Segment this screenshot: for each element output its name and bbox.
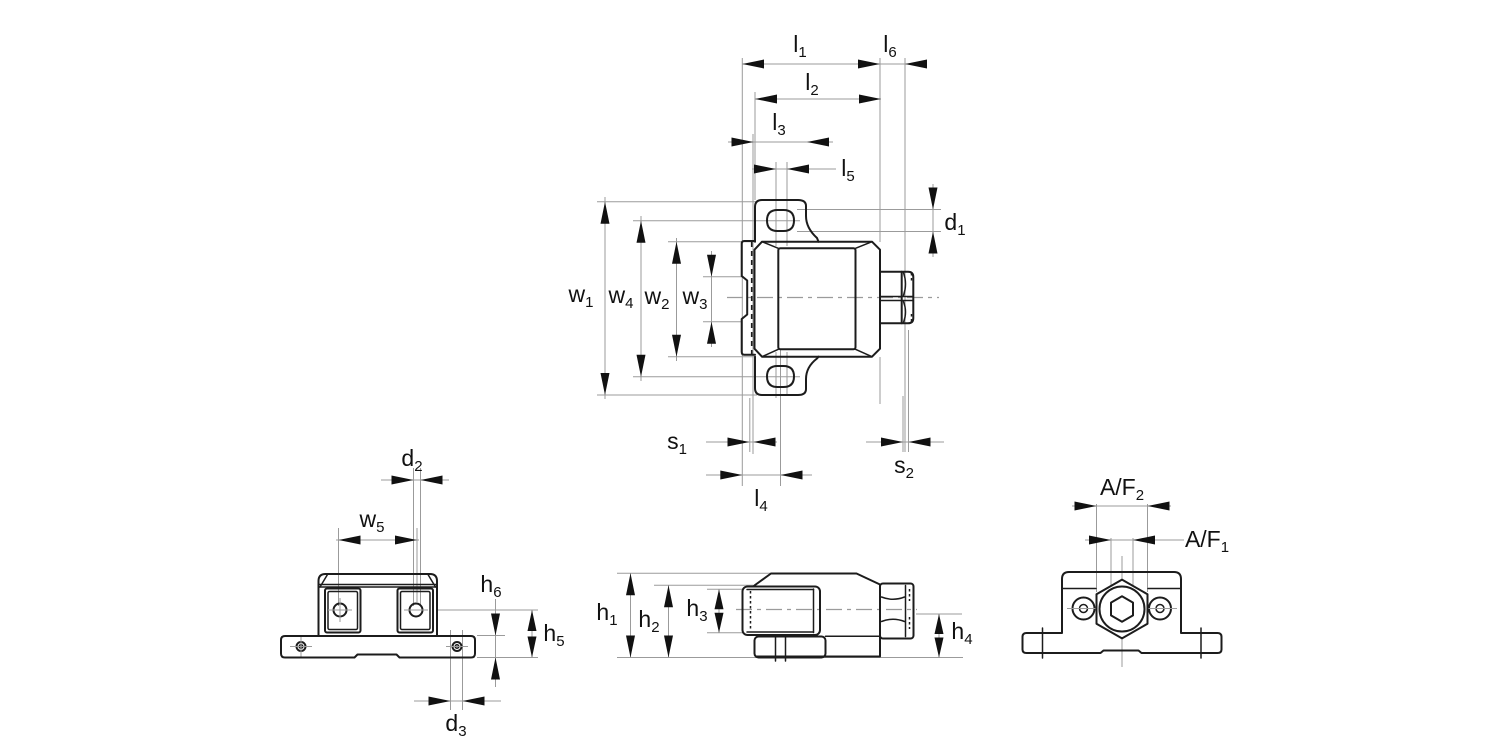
plan-view-arrows xyxy=(600,59,938,480)
dim-label-l2: l2 xyxy=(805,69,818,99)
dim-label-h6: h6 xyxy=(480,571,501,601)
dim-label-af1: A/F1 xyxy=(1185,526,1229,556)
side-view-part xyxy=(741,572,915,662)
dim-label-l4: l4 xyxy=(754,485,767,515)
dim-label-l6: l6 xyxy=(883,31,896,61)
dim-label-d1: d1 xyxy=(944,209,965,239)
plan-view: l1 l6 l2 l3 l5 d1 w1 w4 w2 w3 s1 l4 s2 xyxy=(568,31,966,515)
dim-label-w2: w2 xyxy=(644,283,670,313)
end-view: A/F2 A/F1 xyxy=(1021,474,1229,667)
dim-label-l5: l5 xyxy=(841,155,854,185)
rear-view-arrows xyxy=(338,475,537,706)
dim-label-h4: h4 xyxy=(951,618,972,648)
plan-view-extension-lines xyxy=(597,58,944,486)
dim-label-h5: h5 xyxy=(543,620,564,650)
dim-label-w4: w4 xyxy=(608,282,634,312)
rear-view-extension-lines xyxy=(336,468,538,710)
dim-label-s1: s1 xyxy=(667,428,687,458)
end-view-part xyxy=(1021,571,1223,659)
dim-label-w3: w3 xyxy=(682,283,708,313)
dim-label-d3: d3 xyxy=(445,710,466,740)
dim-label-l1: l1 xyxy=(793,31,806,61)
dim-label-h3: h3 xyxy=(686,595,707,625)
rear-view: d2 w5 h6 h5 d3 xyxy=(280,445,565,740)
dim-label-w5: w5 xyxy=(359,506,385,536)
dim-label-h1: h1 xyxy=(596,599,617,629)
dim-label-h2: h2 xyxy=(638,606,659,636)
dim-label-l3: l3 xyxy=(772,109,785,139)
end-view-arrows xyxy=(1074,501,1170,545)
side-view-arrows xyxy=(626,573,944,658)
dim-label-d2: d2 xyxy=(401,445,422,475)
dim-label-w1: w1 xyxy=(568,281,594,311)
rear-view-part xyxy=(280,573,476,659)
dim-label-af2: A/F2 xyxy=(1100,474,1144,504)
side-view: h1 h2 h3 h4 xyxy=(596,572,973,662)
plan-view-part xyxy=(740,199,915,396)
dim-label-s2: s2 xyxy=(894,452,914,482)
